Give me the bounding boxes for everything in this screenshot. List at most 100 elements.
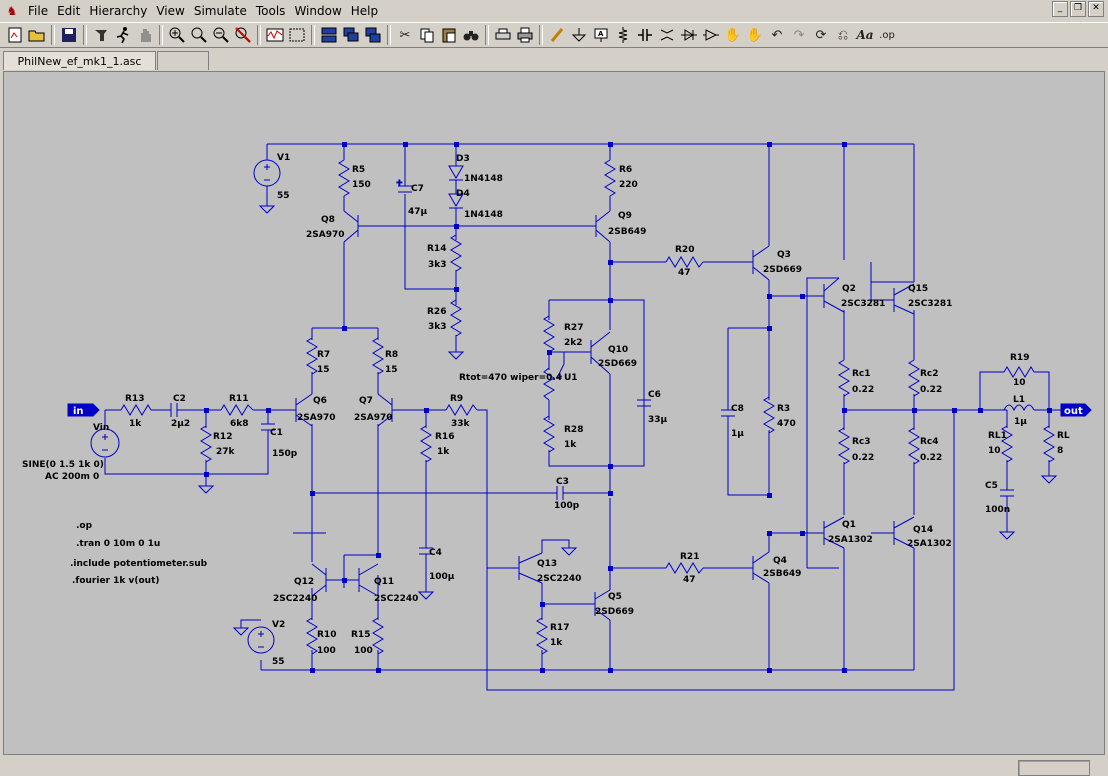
waveform-icon[interactable] xyxy=(264,24,286,46)
move-icon[interactable]: ✋ xyxy=(724,27,742,43)
svg-text:1µ: 1µ xyxy=(1014,417,1027,427)
svg-text:6k8: 6k8 xyxy=(230,419,249,429)
tab-empty[interactable] xyxy=(157,51,209,70)
inductor-icon[interactable] xyxy=(656,24,678,46)
svg-text:R3: R3 xyxy=(777,404,790,414)
open-icon[interactable] xyxy=(26,24,48,46)
resistor-icon[interactable] xyxy=(612,24,634,46)
ground-icon[interactable] xyxy=(568,24,590,46)
redo-icon[interactable]: ↷ xyxy=(793,27,805,43)
svg-text:SINE(0 1.5 1k 0): SINE(0 1.5 1k 0) xyxy=(22,460,104,470)
zoom-fit-icon[interactable] xyxy=(188,24,210,46)
svg-text:Rtot=470 wiper=0.4: Rtot=470 wiper=0.4 xyxy=(459,373,562,383)
status-bar xyxy=(0,758,1108,776)
print-setup-icon[interactable] xyxy=(492,24,514,46)
svg-text:Q7: Q7 xyxy=(359,396,373,406)
spice-directives[interactable]: .op .tran 0 10m 0 1u .include potentiome… xyxy=(70,521,208,586)
svg-text:Rc4: Rc4 xyxy=(920,437,939,447)
svg-text:R17: R17 xyxy=(550,623,569,633)
svg-text:Q9: Q9 xyxy=(618,211,632,221)
diode-icon[interactable] xyxy=(678,24,700,46)
svg-text:55: 55 xyxy=(272,657,285,667)
svg-text:100: 100 xyxy=(354,646,373,656)
label-net-icon[interactable]: A xyxy=(590,24,612,46)
toolbar-separator xyxy=(485,25,489,45)
zoom-in-icon[interactable] xyxy=(166,24,188,46)
svg-text:33k: 33k xyxy=(451,419,471,429)
directive-include: .include potentiometer.sub xyxy=(70,559,208,569)
svg-text:Q11: Q11 xyxy=(374,577,394,587)
menu-view[interactable]: View xyxy=(156,4,185,18)
svg-text:R16: R16 xyxy=(435,432,454,442)
cancel-zoom-icon[interactable] xyxy=(232,24,254,46)
menu-window[interactable]: Window xyxy=(294,4,342,18)
paste-icon[interactable] xyxy=(438,24,460,46)
toolbar-separator xyxy=(159,25,163,45)
svg-text:470: 470 xyxy=(777,419,796,429)
autorange-icon[interactable] xyxy=(286,24,308,46)
spice-directive-icon[interactable]: .op xyxy=(879,29,895,41)
svg-text:100n: 100n xyxy=(985,505,1010,515)
zoom-out-icon[interactable] xyxy=(210,24,232,46)
net-label-out[interactable]: out xyxy=(1060,403,1092,417)
svg-text:D3: D3 xyxy=(456,154,470,164)
svg-text:out: out xyxy=(1064,406,1083,417)
close-icon[interactable]: ✕ xyxy=(1088,1,1104,17)
svg-text:0.22: 0.22 xyxy=(920,385,942,395)
svg-text:2SC2240: 2SC2240 xyxy=(537,574,581,584)
svg-text:10: 10 xyxy=(1013,378,1026,388)
svg-text:1k: 1k xyxy=(437,447,450,457)
cascade-icon[interactable] xyxy=(340,24,362,46)
svg-text:+: + xyxy=(396,178,403,187)
save-icon[interactable] xyxy=(58,24,80,46)
net-label-in[interactable]: in xyxy=(67,403,100,417)
svg-text:2SA970: 2SA970 xyxy=(306,230,345,240)
svg-text:33µ: 33µ xyxy=(648,415,668,425)
rotate-icon[interactable]: ⟳ xyxy=(815,27,827,43)
svg-text:100: 100 xyxy=(317,646,336,656)
toolbar-separator xyxy=(51,25,55,45)
tab-schematic[interactable]: PhilNew_ef_mk1_1.asc xyxy=(3,51,156,70)
svg-text:15: 15 xyxy=(317,365,330,375)
run-icon[interactable] xyxy=(112,24,134,46)
drag-icon[interactable]: ✋ xyxy=(746,27,764,43)
menu-simulate[interactable]: Simulate xyxy=(193,4,247,18)
restore-icon[interactable]: ❐ xyxy=(1070,1,1086,17)
svg-text:Q8: Q8 xyxy=(321,215,335,225)
menu-tools[interactable]: Tools xyxy=(255,4,286,18)
svg-text:2SD669: 2SD669 xyxy=(598,359,637,369)
menu-hierarchy[interactable]: Hierarchy xyxy=(89,4,148,18)
new-schematic-icon[interactable] xyxy=(4,24,26,46)
menu-file[interactable]: File xyxy=(28,4,49,18)
svg-text:2SA970: 2SA970 xyxy=(354,413,393,423)
mirror-icon[interactable]: ⎌ xyxy=(837,27,849,43)
text-icon[interactable]: Aa xyxy=(856,28,874,42)
directive-fourier: .fourier 1k v(out) xyxy=(72,576,160,586)
component-icon[interactable] xyxy=(700,24,722,46)
cut-icon[interactable]: ✂ xyxy=(399,27,411,43)
svg-text:220: 220 xyxy=(619,180,638,190)
control-panel-icon[interactable] xyxy=(90,24,112,46)
print-icon[interactable] xyxy=(514,24,536,46)
menu-help[interactable]: Help xyxy=(350,4,379,18)
svg-text:C2: C2 xyxy=(173,394,186,404)
svg-text:2µ2: 2µ2 xyxy=(171,419,190,429)
halt-icon[interactable] xyxy=(134,24,156,46)
ltspice-app-icon[interactable]: ♞ xyxy=(6,4,18,18)
svg-text:R5: R5 xyxy=(352,165,365,175)
tile-vertical-icon[interactable] xyxy=(362,24,384,46)
tile-horizontal-icon[interactable] xyxy=(318,24,340,46)
svg-text:0.22: 0.22 xyxy=(852,453,874,463)
menu-edit[interactable]: Edit xyxy=(57,4,81,18)
draw-wire-icon[interactable] xyxy=(546,24,568,46)
schematic-canvas[interactable]: + in out V1 xyxy=(3,71,1105,755)
capacitor-icon[interactable] xyxy=(634,24,656,46)
svg-text:C1: C1 xyxy=(270,428,283,438)
minimize-icon[interactable]: _ xyxy=(1052,1,1068,17)
svg-text:1N4148: 1N4148 xyxy=(464,174,503,184)
undo-icon[interactable]: ↶ xyxy=(771,27,783,43)
label-v1: V1 xyxy=(277,153,290,163)
copy-icon[interactable] xyxy=(416,24,438,46)
svg-text:2SA1302: 2SA1302 xyxy=(907,539,952,549)
find-icon[interactable] xyxy=(460,24,482,46)
